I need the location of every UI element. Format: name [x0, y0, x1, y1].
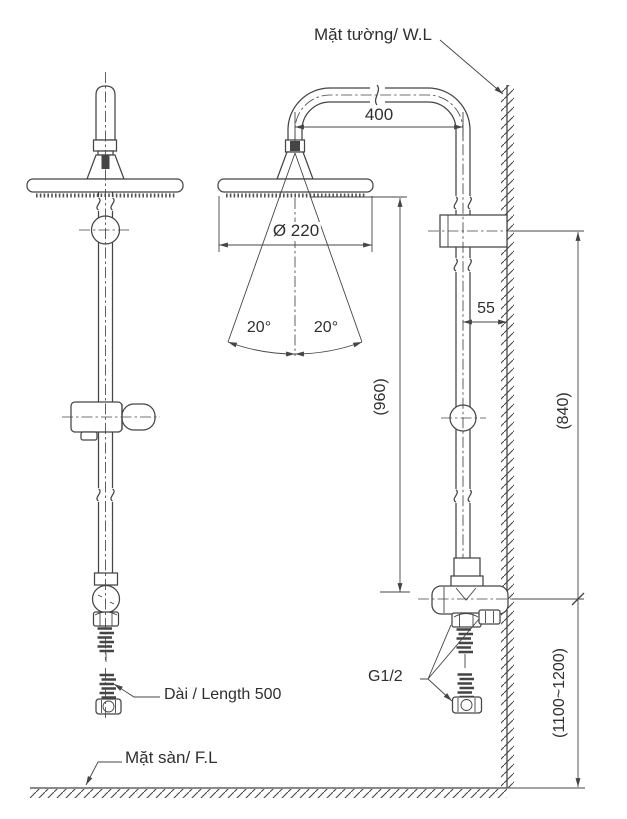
riser-break-1: [453, 196, 472, 210]
hose-nut-facets: [101, 700, 116, 713]
pipe-centerline: [294, 94, 464, 586]
floor-label-leader: [85, 761, 122, 786]
ball-flange: [93, 572, 119, 586]
floor-section: [30, 787, 585, 798]
pipe-break-2: [96, 488, 115, 502]
hose-length-label: Dài / Length 500: [162, 686, 284, 704]
wall-section: [501, 85, 514, 788]
floor-line-label: Mặt sàn/ F.L: [123, 748, 220, 768]
hex-facets: [485, 611, 494, 623]
spray-angle-right-label: 20°: [311, 319, 341, 337]
pipe-break: [96, 197, 115, 211]
riser-pipe-front: [97, 192, 114, 573]
side-view: [217, 84, 509, 714]
head-disc-side: [217, 178, 374, 193]
hose-nut-bore: [102, 700, 115, 713]
hose-thread-lower: [99, 673, 116, 699]
valve-inlet-nut: [453, 557, 481, 579]
dimension-lines: [218, 112, 585, 787]
hose-nut-lower: [95, 698, 122, 715]
ball-joint: [91, 584, 121, 614]
spray-angle-left-label: 20°: [244, 319, 274, 337]
outlet-thread: [456, 628, 473, 654]
head-joint-dark-side: [290, 141, 300, 151]
thread-size-label: G1/2: [366, 668, 405, 686]
riser-break-2: [453, 258, 472, 272]
angle-arc-right: [294, 341, 363, 357]
dim-960-label: (960): [372, 376, 390, 418]
riser-break-3: [453, 489, 472, 503]
angle-arc-left: [227, 341, 296, 357]
hose-length-leader: [113, 683, 160, 698]
shower-head-disc: [26, 178, 184, 193]
wall-line-label: Mặt tường/ W.L: [312, 25, 434, 45]
spray-cone: [227, 152, 363, 357]
hose-thread-upper: [97, 627, 114, 653]
dim-960-ext: [310, 196, 410, 593]
head-joint-dark: [101, 155, 110, 169]
holder-tab: [80, 431, 98, 441]
floor-hatch: [30, 789, 507, 798]
leader-lines: [85, 39, 504, 786]
wall-supply-hex: [478, 609, 501, 625]
front-view: [26, 72, 184, 718]
gooseneck-outer: [287, 87, 471, 586]
dim-400-label: 400: [362, 105, 396, 125]
outlet-nut: [451, 612, 482, 628]
gooseneck-inner: [301, 101, 457, 586]
head-mount-side: [276, 151, 314, 180]
dim-55-label: 55: [475, 300, 497, 318]
ball-detail: [97, 594, 115, 605]
drawing-root: [26, 39, 585, 798]
head-collar: [92, 139, 118, 152]
hose-thread-side: [457, 673, 474, 699]
outlet-nut-detail: [453, 613, 479, 627]
dim-840-label: (840): [555, 390, 573, 432]
valve-detail: [443, 587, 477, 613]
valve-inlet-collar: [450, 575, 484, 588]
dim-1100-label: (1100~1200): [551, 646, 569, 740]
dim-220-label: Ø 220: [270, 221, 322, 241]
wall-label-leader: [439, 39, 504, 95]
hose-nut-detail: [94, 611, 118, 626]
g12-leaders: [420, 618, 480, 701]
cone-lines: [227, 152, 363, 343]
